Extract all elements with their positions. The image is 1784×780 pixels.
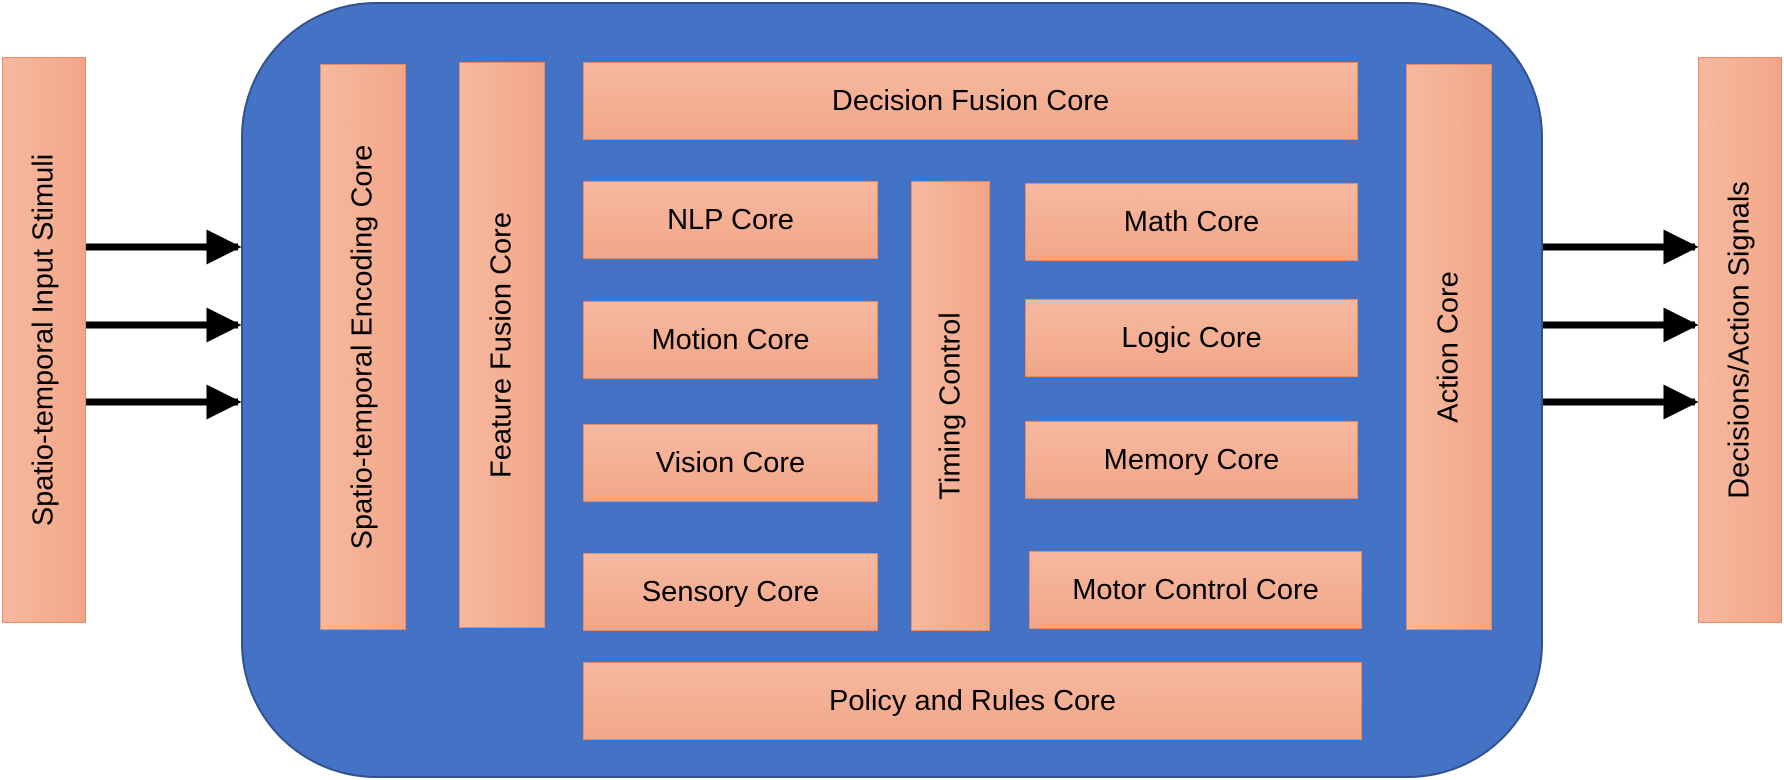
action-core: Action Core <box>1406 64 1492 630</box>
memory-core: Memory Core <box>1025 421 1358 499</box>
feature-fusion-core: Feature Fusion Core <box>459 62 545 628</box>
logic-core-label: Logic Core <box>1121 321 1262 354</box>
policy-rules-core: Policy and Rules Core <box>583 662 1362 740</box>
math-core: Math Core <box>1025 183 1358 261</box>
input-stimuli-block: Spatio-temporal Input Stimuli <box>2 57 86 623</box>
sensory-core: Sensory Core <box>583 553 878 631</box>
sensory-core-label: Sensory Core <box>641 575 820 608</box>
timing-control-label: Timing Control <box>934 312 966 500</box>
vision-core: Vision Core <box>583 424 878 502</box>
logic-core: Logic Core <box>1025 299 1358 377</box>
motion-core-label: Motion Core <box>651 323 810 356</box>
decision-fusion-core: Decision Fusion Core <box>583 62 1358 140</box>
memory-core-label: Memory Core <box>1103 443 1280 476</box>
motor-control-core-label: Motor Control Core <box>1072 573 1319 606</box>
feature-fusion-core-label: Feature Fusion Core <box>485 212 518 478</box>
policy-rules-core-label: Policy and Rules Core <box>829 684 1116 717</box>
nlp-core: NLP Core <box>583 181 878 259</box>
encoding-core: Spatio-temporal Encoding Core <box>320 64 406 630</box>
decision-fusion-core-label: Decision Fusion Core <box>831 84 1110 117</box>
motor-control-core: Motor Control Core <box>1029 551 1362 629</box>
vision-core-label: Vision Core <box>655 446 806 479</box>
timing-control-core: Timing Control <box>911 181 990 631</box>
output-signals-block: Decisions/Action Signals <box>1698 57 1782 623</box>
action-core-label: Action Core <box>1432 271 1465 423</box>
encoding-core-label: Spatio-temporal Encoding Core <box>346 144 379 550</box>
nlp-core-label: NLP Core <box>667 203 794 236</box>
math-core-label: Math Core <box>1123 205 1260 238</box>
motion-core: Motion Core <box>583 301 878 379</box>
